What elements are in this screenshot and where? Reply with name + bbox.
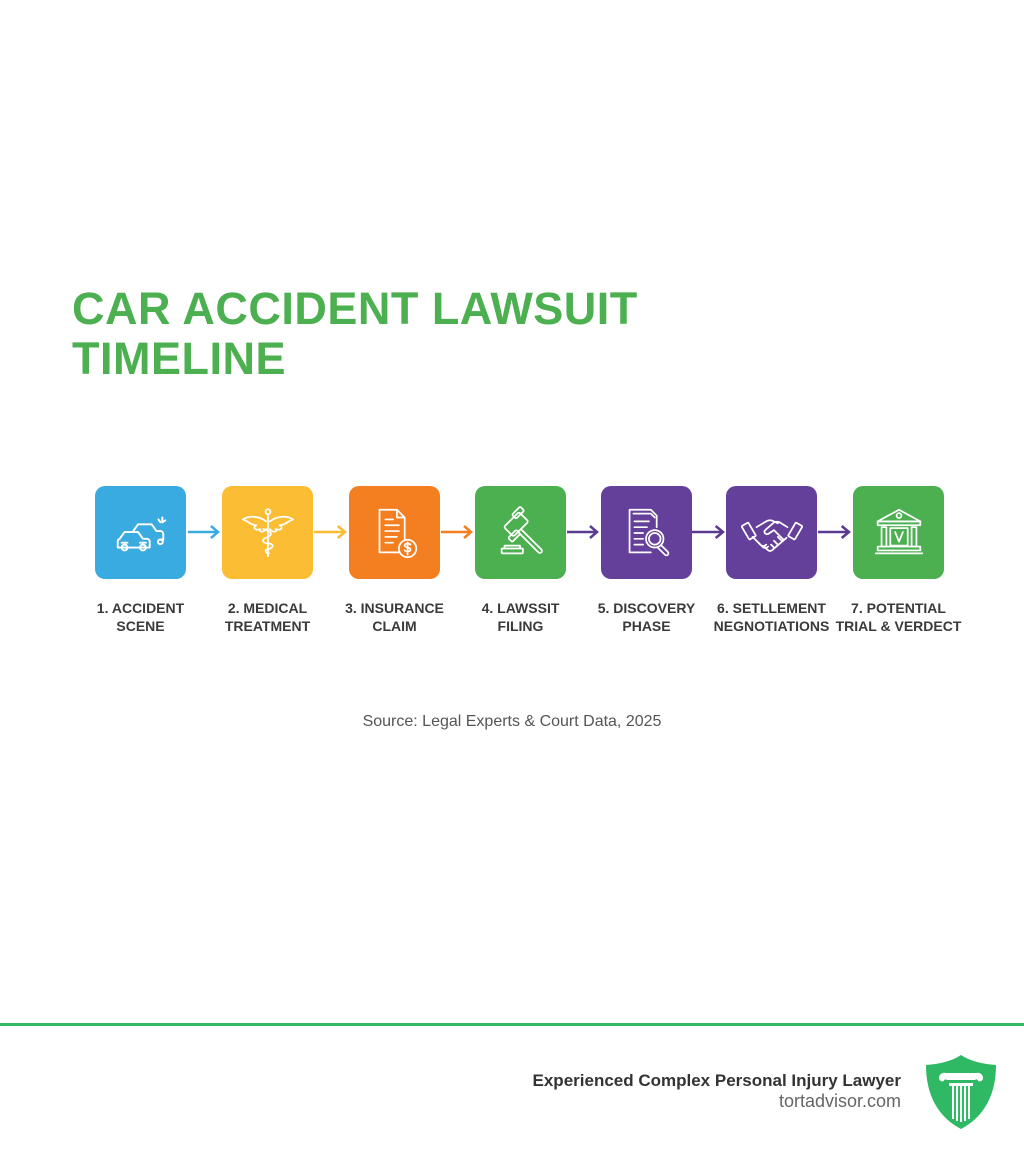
caduceus-icon <box>241 507 294 557</box>
step-7-label: 7. POTENTIAL TRIAL & VERDECT <box>835 600 962 634</box>
step-2-tile <box>222 486 313 579</box>
timeline-step-5: 5. DISCOVERY PHASE <box>598 486 695 634</box>
timeline-step-2: 2. MEDICAL TREATMENT <box>222 486 313 634</box>
handshake-icon <box>740 518 803 552</box>
step-4-label: 4. LAWSSIT FILING <box>481 600 560 634</box>
timeline-step-7: 7. POTENTIAL TRIAL & VERDECT <box>836 486 961 634</box>
car-crash-icon <box>116 516 166 551</box>
step-5-label: 5. DISCOVERY PHASE <box>597 600 696 634</box>
shield-pillar-icon <box>926 1055 996 1129</box>
footer-site-link[interactable]: tortadvisor.com <box>778 1091 901 1111</box>
title-line-1: CAR ACCIDENT LAWSUIT <box>72 283 638 334</box>
step-2-label: 2. MEDICAL TREATMENT <box>224 600 311 634</box>
timeline-step-6: 6. SETLLEMENT NEGNOTIATIONS <box>714 486 829 634</box>
timeline-step-3: 3. INSURANCE CLAIM <box>345 486 444 634</box>
step-6-label: 6. SETLLEMENT NEGNOTIATIONS <box>713 600 830 634</box>
step-3-tile <box>349 486 440 579</box>
source-note: Source: Legal Experts & Court Data, 2025 <box>362 713 662 730</box>
arrow-1-2 <box>188 524 220 540</box>
footer-divider <box>0 1023 1024 1026</box>
document-search-icon <box>628 508 669 556</box>
arrow-4-5 <box>567 524 599 540</box>
arrow-6-7 <box>818 524 851 540</box>
step-5-tile <box>601 486 692 579</box>
courthouse-icon <box>874 508 923 554</box>
footer-tagline: Experienced Complex Personal Injury Lawy… <box>532 1071 901 1090</box>
arrow-3-4 <box>441 524 473 540</box>
arrow-2-3 <box>314 524 347 540</box>
footer-branding: Experienced Complex Personal Injury Lawy… <box>533 1070 901 1111</box>
timeline-step-4: 4. LAWSSIT FILING <box>475 486 566 634</box>
page-title: CAR ACCIDENT LAWSUIT TIMELINE <box>72 284 638 384</box>
gavel-icon <box>500 505 543 554</box>
arrow-5-6 <box>692 524 725 540</box>
step-4-tile <box>475 486 566 579</box>
document-dollar-icon <box>378 508 417 558</box>
timeline: 1. ACCIDENT SCENE 2. MEDICAL TREATMENT <box>0 486 1024 646</box>
step-1-label: 1. ACCIDENT SCENE <box>96 600 185 634</box>
step-6-tile <box>726 486 817 579</box>
step-3-label: 3. INSURANCE CLAIM <box>345 600 444 634</box>
step-1-tile <box>95 486 186 579</box>
step-7-tile <box>853 486 944 579</box>
timeline-step-1: 1. ACCIDENT SCENE <box>95 486 186 634</box>
title-line-2: TIMELINE <box>72 333 286 384</box>
